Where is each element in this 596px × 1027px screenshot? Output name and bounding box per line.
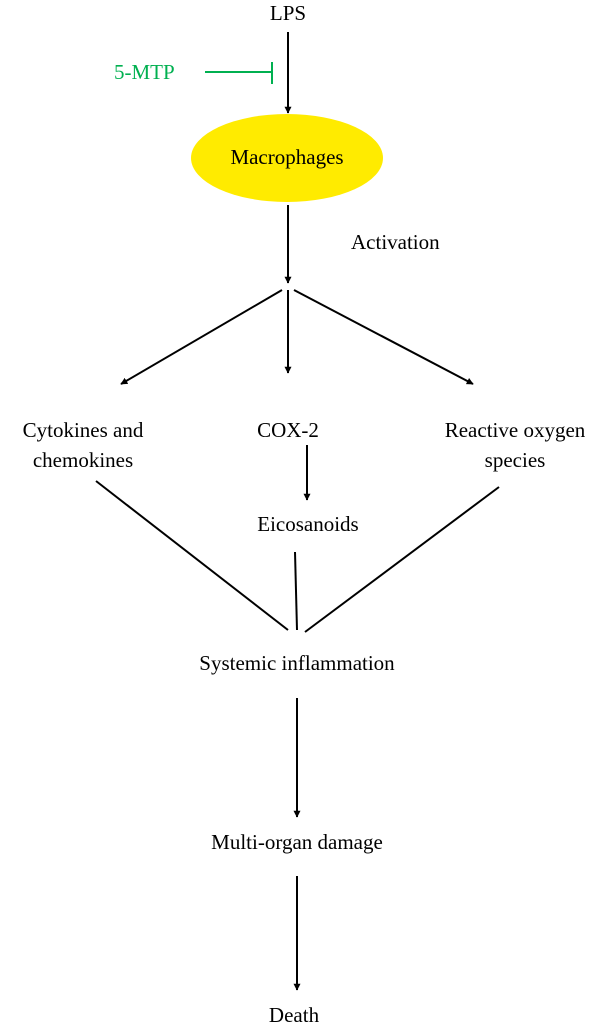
ros-label-line1: Reactive oxygen bbox=[445, 418, 586, 442]
activation-label: Activation bbox=[351, 230, 440, 254]
branch-left-arrow bbox=[120, 289, 283, 385]
branch-right-arrow bbox=[293, 289, 474, 385]
macrophages-label: Macrophages bbox=[230, 145, 343, 169]
eicosanoids-label: Eicosanoids bbox=[257, 512, 358, 536]
cox2-label: COX-2 bbox=[257, 418, 319, 442]
systemic-inflammation-label: Systemic inflammation bbox=[199, 651, 395, 675]
cytokines-to-inflammation-line bbox=[95, 480, 289, 631]
cytokines-label-line2: chemokines bbox=[33, 448, 133, 472]
ros-to-inflammation-line bbox=[304, 486, 500, 633]
ros-label-line2: species bbox=[485, 448, 546, 472]
macrophages-node bbox=[191, 114, 383, 202]
inhibitor-label: 5-MTP bbox=[114, 60, 175, 84]
multi-organ-damage-label: Multi-organ damage bbox=[211, 830, 383, 854]
eicosanoids-to-inflammation-line bbox=[294, 551, 298, 631]
lps-label: LPS bbox=[270, 1, 306, 25]
cytokines-label-line1: Cytokines and bbox=[23, 418, 144, 442]
death-label: Death bbox=[269, 1003, 320, 1027]
